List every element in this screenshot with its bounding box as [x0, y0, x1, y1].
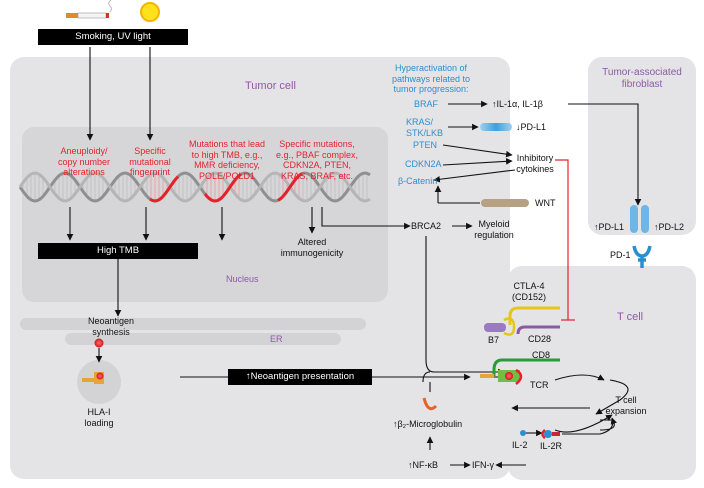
wnt-bar — [481, 199, 529, 207]
neoantigen-dot-icon — [94, 338, 104, 348]
nfkb-label: ↑NF-κB — [408, 460, 438, 470]
pdl1-label: ↑PD-L1 — [594, 222, 625, 232]
dna-strand — [18, 171, 371, 203]
smoking-uv-banner: Smoking, UV light — [38, 29, 188, 45]
dna-strand — [18, 171, 371, 203]
pathway-kras: KRAS/ STK/LKB — [406, 117, 444, 138]
il2r-label: IL-2R — [540, 441, 563, 451]
hla-stalk-tcell — [480, 374, 494, 378]
pd1-receptor — [632, 245, 652, 268]
sun-icon — [140, 2, 160, 22]
high-tmb-banner: High TMB — [38, 243, 198, 259]
pdl1-down-bar — [480, 123, 512, 131]
myeloid-label: Myeloid regulation — [474, 219, 514, 240]
t-cell-title: T cell — [617, 311, 644, 323]
il2r-receptor — [544, 430, 552, 438]
neoantigen-synthesis: Neoantigen synthesis — [87, 316, 135, 337]
hla-receptor-icon — [82, 372, 104, 384]
il2-label: IL-2 — [512, 440, 528, 450]
dna-helix-icon — [18, 171, 371, 203]
cd28-label: CD28 — [528, 334, 552, 344]
dna-mutation-segment — [149, 175, 180, 203]
pdl2-receptor — [641, 205, 649, 233]
ctla4-label: CTLA-4 (CD152) — [511, 281, 547, 302]
t-cell-body — [508, 266, 696, 480]
pdl1-down-label: ↓PD-L1 — [516, 122, 547, 132]
neoantigen-dot-tcell — [505, 372, 513, 380]
cd8-label: CD8 — [532, 350, 551, 360]
neoantigen-presentation-label: Neoantigen presentation — [250, 371, 355, 382]
wnt-label: WNT — [535, 198, 556, 208]
up-arrow: ↑ — [245, 371, 251, 382]
nucleus-label: Nucleus — [226, 274, 259, 284]
inhibitory-cytokines: Inhibitory cytokines — [516, 153, 554, 174]
mutation-aneuploidy: Aneuploidy/ copy number alterations — [57, 146, 111, 177]
pd1-label: PD-1 — [610, 250, 631, 260]
tumor-cell-title: Tumor cell — [245, 80, 296, 92]
dna-mutation-segment — [203, 173, 242, 203]
fibroblast-title: Tumor-associated fibroblast — [602, 67, 682, 90]
pathway-pten: PTEN — [413, 140, 438, 150]
il1-label: ↑IL-1α, IL-1β — [492, 99, 543, 109]
altered-immunogenicity: Altered immunogenicity — [280, 237, 344, 258]
ifn-gamma-label: IFN-γ — [472, 460, 494, 470]
tcr-arc — [515, 368, 523, 385]
beta2-microglobulin-icon — [422, 397, 438, 411]
pdl1-receptor — [630, 205, 638, 233]
cigarette-icon — [66, 0, 112, 19]
pathway-beta-catenin: β-Catenin — [398, 176, 438, 186]
mutation-high-tmb: Mutations that lead to high TMB, e.g., M… — [188, 139, 266, 181]
er-membrane-1 — [20, 318, 366, 330]
er-membrane-2 — [65, 333, 341, 345]
neoantigen-presentation-banner: ↑Neoantigen presentation — [228, 369, 372, 385]
il2-dot — [520, 430, 526, 436]
pdl2-label: ↑PD-L2 — [654, 222, 685, 232]
tcr-label: TCR — [530, 380, 549, 390]
dna-mutation-segment — [277, 172, 303, 202]
inhibition-line — [555, 159, 575, 321]
t-cell-expansion: T cell expansion — [605, 395, 647, 416]
pathway-cdkn2a: CDKN2A — [405, 159, 442, 169]
cd28-receptor — [516, 325, 560, 335]
ctla4-receptor — [508, 306, 560, 325]
b7-ligand — [484, 323, 506, 332]
beta2-label: ↑β₂-Microglobulin — [393, 419, 463, 429]
b7-label: B7 — [488, 335, 500, 345]
fibroblast-body — [588, 57, 696, 235]
hla-loading-label: HLA-I loading — [84, 407, 114, 428]
pathway-braf: BRAF — [414, 99, 439, 109]
mutation-specific: Specific mutations, e.g., PBAF complex, … — [275, 139, 359, 181]
er-label: ER — [270, 334, 283, 344]
pathways-header: Hyperactivation of pathways related to t… — [391, 63, 471, 94]
brca2-label: BRCA2 — [411, 221, 442, 231]
cd8-receptor — [492, 358, 560, 376]
mutation-fingerprint: Specific mutational fingerprint — [129, 146, 171, 177]
